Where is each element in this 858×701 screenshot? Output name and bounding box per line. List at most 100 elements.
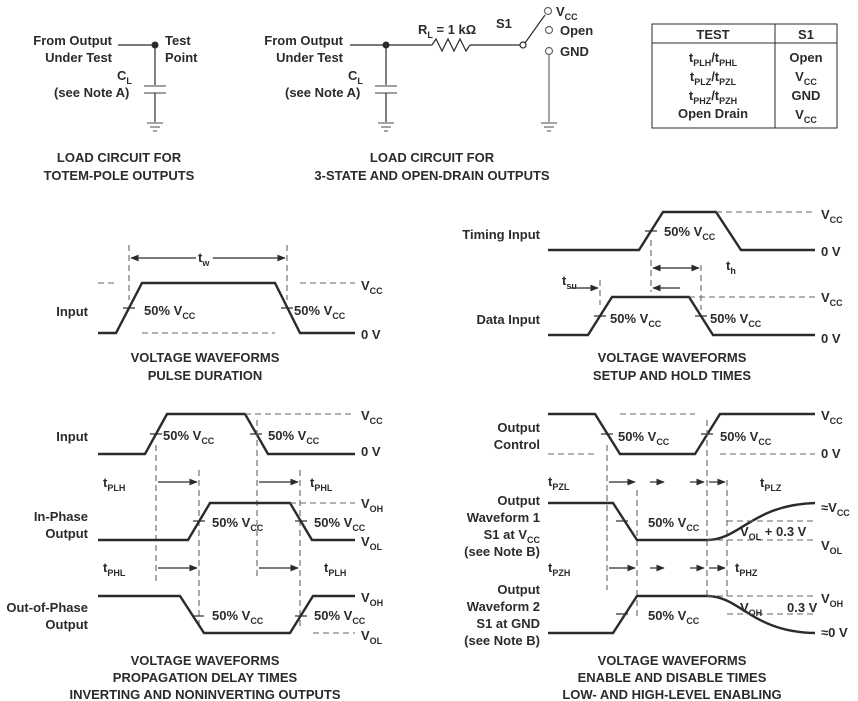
th-label: th	[726, 258, 736, 276]
svg-text:≈0 V: ≈0 V	[821, 625, 848, 640]
load-circuit-totem-pole: From Output Under Test Test Point CL (se…	[33, 33, 198, 183]
svg-text:VOLTAGE WAVEFORMS: VOLTAGE WAVEFORMS	[131, 350, 280, 365]
svg-text:tPHZ: tPHZ	[735, 560, 758, 578]
table-cell-s1: GND	[792, 88, 821, 103]
svg-text:50% VCC: 50% VCC	[720, 429, 772, 447]
svg-text:tPLH: tPLH	[324, 560, 346, 578]
svg-text:50% VCC: 50% VCC	[710, 311, 762, 329]
svg-text:tPHL: tPHL	[310, 475, 333, 493]
svg-text:PROPAGATION DELAY TIMES: PROPAGATION DELAY TIMES	[113, 670, 298, 685]
svg-text:0 V: 0 V	[361, 444, 381, 459]
svg-text:tPLZ: tPLZ	[760, 475, 782, 493]
table-cell-test: tPHZ/tPZH	[689, 88, 737, 106]
svg-text:50% VCC: 50% VCC	[212, 515, 264, 533]
svg-text:50% VCC: 50% VCC	[294, 303, 346, 321]
ground-icon	[147, 122, 163, 132]
caption-line-2: 3-STATE AND OPEN-DRAIN OUTPUTS	[314, 168, 550, 183]
svg-text:0 V: 0 V	[361, 327, 381, 342]
table-cell-s1: Open	[789, 50, 822, 65]
setup-hold-waveform: Timing Input VCC 0 V 50% VCC Data Input …	[462, 207, 843, 383]
svg-text:Output: Output	[497, 493, 540, 508]
under-test-label: Under Test	[276, 50, 344, 65]
svg-text:LOW- AND HIGH-LEVEL ENABLING: LOW- AND HIGH-LEVEL ENABLING	[562, 687, 781, 701]
from-output-label: From Output	[264, 33, 343, 48]
svg-text:50% VCC: 50% VCC	[618, 429, 670, 447]
svg-text:50% VCC: 50% VCC	[314, 515, 366, 533]
svg-text:Waveform 2: Waveform 2	[467, 599, 540, 614]
svg-text:50% VCC: 50% VCC	[212, 608, 264, 626]
enable-disable-waveform: Output Control VCC 0 V 50% VCC 50% VCC t…	[464, 408, 850, 701]
svg-text:Output: Output	[45, 526, 88, 541]
table-cell-s1: VCC	[795, 69, 817, 87]
propagation-delay-waveform: Input VCC 0 V 50% VCC 50% VCC tPLH tPHL …	[6, 408, 383, 701]
load-circuit-3-state: From Output Under Test CL (see Note A) R…	[264, 4, 593, 183]
tw-label: tw	[198, 250, 210, 268]
svg-text:VOH: VOH	[361, 496, 383, 514]
svg-text:INVERTING AND NONINVERTING OUT: INVERTING AND NONINVERTING OUTPUTS	[69, 687, 340, 701]
svg-text:Timing Input: Timing Input	[462, 227, 540, 242]
svg-text:Waveform 1: Waveform 1	[467, 510, 540, 525]
svg-text:(see Note B): (see Note B)	[464, 633, 540, 648]
caption-line-2: TOTEM-POLE OUTPUTS	[44, 168, 195, 183]
svg-text:50% VCC: 50% VCC	[648, 515, 700, 533]
svg-text:In-Phase: In-Phase	[34, 509, 88, 524]
point-label: Point	[165, 50, 198, 65]
svg-text:VOLTAGE WAVEFORMS: VOLTAGE WAVEFORMS	[598, 350, 747, 365]
rl-label: RL = 1 kΩ	[418, 22, 476, 40]
svg-text:VCC: VCC	[821, 290, 843, 308]
svg-text:CL: CL	[348, 68, 363, 86]
svg-text:ENABLE AND DISABLE TIMES: ENABLE AND DISABLE TIMES	[578, 670, 767, 685]
ground-icon	[378, 122, 394, 132]
svg-text:0 V: 0 V	[821, 244, 841, 259]
svg-text:Output: Output	[497, 582, 540, 597]
svg-text:tPZH: tPZH	[548, 560, 570, 578]
svg-text:Output: Output	[497, 420, 540, 435]
svg-text:VOH: VOH	[821, 591, 843, 609]
svg-text:0 V: 0 V	[821, 446, 841, 461]
svg-text:0.3 V: 0.3 V	[787, 600, 818, 615]
svg-text:tPLH: tPLH	[103, 475, 125, 493]
svg-text:50% VCC: 50% VCC	[314, 608, 366, 626]
svg-text:VOL: VOL	[821, 538, 843, 556]
svg-text:Input: Input	[56, 429, 88, 444]
svg-text:≈VCC: ≈VCC	[821, 500, 850, 518]
input-label: Input	[56, 304, 88, 319]
svg-text:CL: CL	[117, 68, 132, 86]
svg-text:50% VCC: 50% VCC	[268, 428, 320, 446]
svg-text:(see Note B): (see Note B)	[464, 544, 540, 559]
ground-icon	[541, 122, 557, 132]
svg-text:tPZL: tPZL	[548, 474, 570, 492]
svg-text:S1 at GND: S1 at GND	[476, 616, 540, 631]
svg-text:SETUP AND HOLD TIMES: SETUP AND HOLD TIMES	[593, 368, 752, 383]
svg-text:VCC: VCC	[556, 4, 578, 22]
table-cell-test: tPLZ/tPZL	[690, 69, 737, 87]
svg-text:Output: Output	[45, 617, 88, 632]
under-test-label: Under Test	[45, 50, 113, 65]
resistor-icon	[431, 37, 471, 53]
svg-text:0 V: 0 V	[821, 331, 841, 346]
table-header-s1: S1	[798, 27, 814, 42]
svg-text:VCC: VCC	[821, 408, 843, 426]
svg-text:Out-of-Phase: Out-of-Phase	[6, 600, 88, 615]
note-a-label: (see Note A)	[285, 85, 360, 100]
svg-text:VOLTAGE WAVEFORMS: VOLTAGE WAVEFORMS	[598, 653, 747, 668]
gnd-label: GND	[560, 44, 589, 59]
test-label: Test	[165, 33, 191, 48]
from-output-label: From Output	[33, 33, 112, 48]
s1-test-table: TEST S1 tPLH/tPHL Open tPLZ/tPZL VCC tPH…	[651, 23, 838, 129]
svg-text:50% VCC: 50% VCC	[664, 224, 716, 242]
svg-text:50% VCC: 50% VCC	[144, 303, 196, 321]
svg-text:PULSE DURATION: PULSE DURATION	[148, 368, 263, 383]
open-label: Open	[560, 23, 593, 38]
svg-text:50% VCC: 50% VCC	[163, 428, 215, 446]
svg-text:VCC: VCC	[361, 408, 383, 426]
s1-label: S1	[496, 16, 512, 31]
note-a-label: (see Note A)	[54, 85, 129, 100]
svg-text:VCC: VCC	[361, 278, 383, 296]
svg-text:VOL: VOL	[361, 628, 383, 646]
table-cell-test: tPLH/tPHL	[689, 50, 738, 68]
svg-text:S1 at VCC: S1 at VCC	[484, 527, 541, 545]
svg-text:VOL + 0.3 V: VOL + 0.3 V	[740, 524, 807, 542]
svg-text:Data Input: Data Input	[476, 312, 540, 327]
